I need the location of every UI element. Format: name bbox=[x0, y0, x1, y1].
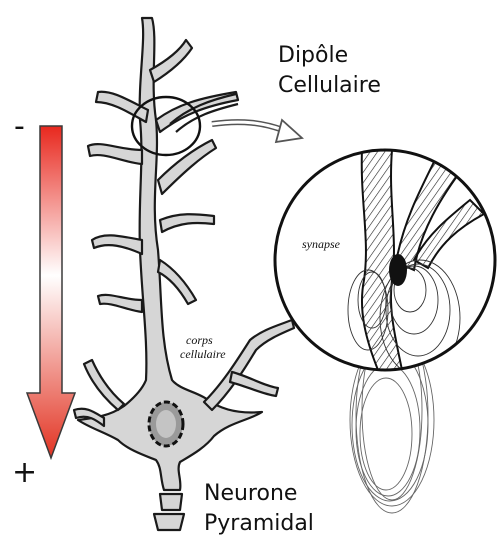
synapse-label: synapse bbox=[302, 237, 341, 251]
zoom-arrow bbox=[212, 120, 302, 142]
polarity-arrow bbox=[27, 126, 75, 458]
pyramidal-neuron bbox=[74, 18, 294, 530]
cell-body-label-line1: corps bbox=[186, 333, 213, 347]
cell-body-label-line2: cellulaire bbox=[180, 347, 226, 361]
title-line1: Dipôle bbox=[278, 43, 348, 68]
neuron-label-line2: Pyramidal bbox=[204, 511, 314, 536]
minus-sign: - bbox=[14, 109, 25, 144]
magnifier bbox=[275, 150, 495, 376]
plus-sign: + bbox=[12, 455, 37, 490]
neuron-label-line1: Neurone bbox=[204, 481, 297, 506]
nucleus bbox=[149, 402, 183, 446]
title-line2: Cellulaire bbox=[278, 73, 381, 98]
